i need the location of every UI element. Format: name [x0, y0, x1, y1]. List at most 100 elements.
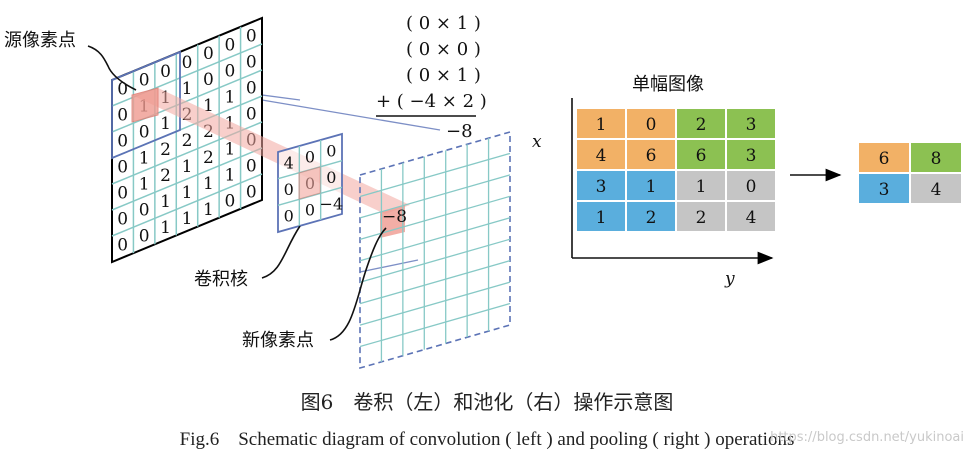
grid-cell-value: 4 [284, 153, 294, 172]
output-feature-map: −8 [359, 130, 511, 370]
grid-cell-value: 2 [182, 131, 193, 151]
grid-cell-value: −4 [320, 195, 344, 214]
computation-line: + ( −4 × 2 ) [376, 91, 487, 112]
label-kernel: 卷积核 [194, 269, 248, 290]
grid-cell-value: 1 [224, 139, 235, 159]
grid-cell-value: 1 [160, 114, 171, 134]
grid-cell-value: 1 [203, 174, 214, 194]
grid-cell-value: 0 [246, 156, 257, 176]
grid-cell-value: 0 [246, 26, 257, 46]
computation-line: ( 0 × 1 ) [406, 65, 481, 86]
grid-cell-value: 1 [224, 87, 235, 107]
pooling-input-value: 2 [646, 208, 657, 228]
annotations: 源像素点 卷积核 新像素点 [4, 30, 387, 351]
grid-cell-value: 0 [305, 147, 315, 166]
pooling-input-cell [625, 200, 677, 233]
grid-cell-value: 2 [203, 148, 214, 168]
axis-label-x: x [532, 132, 542, 152]
pooling-output-value: 4 [931, 180, 942, 200]
grid-cell-value: 1 [182, 79, 193, 99]
watermark: https://blog.csdn.net/yukinoai [770, 430, 964, 445]
grid-cell-value: 0 [246, 52, 257, 72]
pooling-input-value: 2 [696, 208, 707, 228]
kernel-grid: 40000000−4 [277, 132, 344, 234]
grid-cell-value: 2 [203, 122, 214, 142]
pooling-input-value: 4 [596, 146, 607, 166]
grid-cell-value: 0 [117, 210, 128, 230]
pooling-input-value: 6 [696, 146, 707, 166]
grid-cell-value: 1 [182, 183, 193, 203]
grid-cell-value: 2 [160, 140, 171, 160]
computation-line: ( 0 × 1 ) [406, 13, 481, 34]
grid-cell-value: 0 [246, 78, 257, 98]
grid-cell-value: 0 [224, 35, 235, 55]
grid-cell-value: 0 [284, 180, 294, 199]
grid-cell-value: 0 [160, 62, 171, 82]
grid-cell-value: 1 [139, 175, 150, 195]
source-image-grid: 0000000011100000121100122210012121000111… [111, 16, 263, 264]
output-value: −8 [382, 207, 407, 227]
pooling-input-value: 0 [746, 177, 757, 197]
pooling-output-cell [909, 172, 963, 205]
grid-cell-value: 0 [117, 236, 128, 256]
pooling-input-value: 3 [596, 177, 607, 197]
caption-chinese: 图6 卷积（左）和池化（右）操作示意图 [300, 390, 674, 414]
caption-english: Fig.6 Schematic diagram of convolution (… [179, 429, 795, 450]
grid-cell-value: 1 [182, 157, 193, 177]
pooling-input-value: 1 [596, 115, 607, 135]
label-new-pixel: 新像素点 [242, 330, 314, 351]
pooling-input-value: 1 [646, 177, 657, 197]
computation-text: ( 0 × 1 ) ( 0 × 0 ) ( 0 × 1 ) + ( −4 × 2… [376, 13, 487, 142]
pooling-input-value: 1 [696, 177, 707, 197]
pooling-output-value: 3 [879, 180, 890, 200]
grid-cell-value: 0 [139, 227, 150, 247]
grid-cell-value: 0 [305, 201, 315, 220]
grid-cell-value: 2 [160, 166, 171, 186]
label-source-pixel: 源像素点 [4, 30, 76, 51]
pooling-input-value: 6 [646, 146, 657, 166]
convolution-diagram: 0000000011100000121100122210012121000111… [4, 13, 511, 370]
grid-cell-value: 0 [224, 191, 235, 211]
grid-cell-value: 0 [139, 123, 150, 143]
grid-cell-value: 0 [326, 141, 336, 160]
axis-label-y: y [724, 269, 735, 289]
grid-cell-value: 1 [182, 209, 193, 229]
grid-cell-value: 0 [224, 61, 235, 81]
grid-cell-value: 0 [117, 132, 128, 152]
label-single-image: 单幅图像 [632, 74, 704, 95]
pooling-input-cell [725, 138, 777, 171]
grid-cell-value: 0 [246, 104, 257, 124]
grid-cell-value: 0 [182, 53, 193, 73]
grid-cell-value: 0 [284, 207, 294, 226]
grid-cell-value: 0 [117, 158, 128, 178]
grid-cell-value: 1 [203, 96, 214, 116]
pooling-output-grid: 6 8 3 4 [857, 141, 963, 205]
grid-cell-value: 0 [117, 184, 128, 204]
grid-cell-value: 1 [224, 165, 235, 185]
grid-cell-value: 0 [246, 182, 257, 202]
pooling-input-cell [725, 169, 777, 202]
pooling-input-cell [575, 138, 627, 171]
computation-line: ( 0 × 0 ) [406, 39, 481, 60]
pooling-input-cell [725, 200, 777, 233]
grid-cell-value: 0 [139, 201, 150, 221]
pooling-input-cell [725, 107, 777, 140]
pooling-input-value: 4 [746, 208, 757, 228]
grid-cell-value: 0 [203, 70, 214, 90]
grid-cell-value: 0 [139, 71, 150, 91]
grid-cell-value: 0 [117, 80, 128, 100]
grid-cell-value: 1 [160, 192, 171, 212]
pooling-output-value: 6 [879, 149, 890, 169]
pooling-input-value: 0 [646, 115, 657, 135]
pooling-input-value: 3 [746, 146, 757, 166]
pooling-input-value: 3 [746, 115, 757, 135]
grid-cell-value: 0 [203, 44, 214, 64]
pooling-input-value: 2 [696, 115, 707, 135]
grid-cell-value: 0 [326, 168, 336, 187]
grid-cell-value: 1 [160, 218, 171, 238]
grid-cell-value: 0 [117, 106, 128, 126]
pooling-output-value: 8 [931, 149, 942, 169]
